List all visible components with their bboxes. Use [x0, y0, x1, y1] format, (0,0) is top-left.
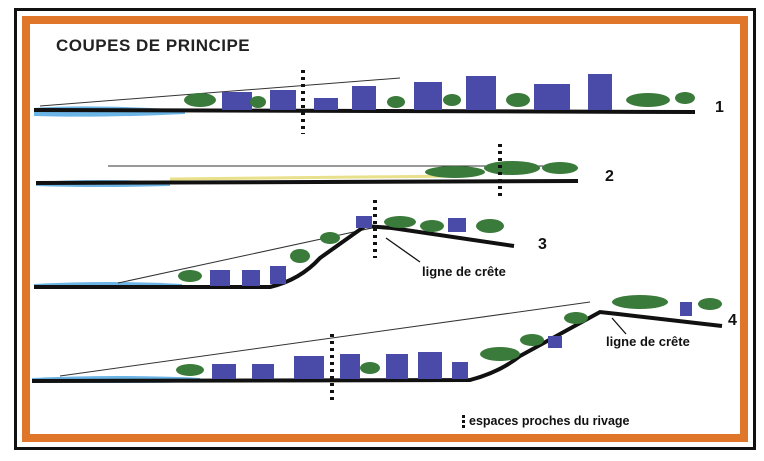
legend-label: espaces proches du rivage: [469, 414, 630, 428]
ground-1: [33, 108, 696, 114]
vegetation-4: [176, 295, 722, 376]
sightline-4: [59, 301, 591, 377]
dotted-line-icon: [462, 414, 465, 428]
crest-pointer-4: [611, 317, 627, 335]
section-3: [34, 200, 515, 289]
diagram-title: COUPES DE PRINCIPE: [56, 36, 251, 55]
crest-label-3: ligne de crête: [422, 264, 506, 279]
legend: espaces proches du rivage: [462, 414, 630, 428]
section-number-2: 2: [605, 168, 614, 185]
ground-2: [35, 179, 579, 185]
vegetation-2: [425, 161, 578, 178]
section-4: [31, 295, 723, 400]
ground-3: [34, 223, 515, 289]
buildings-4: [212, 302, 692, 379]
beach-2: [169, 174, 461, 181]
crest-label-4: ligne de crête: [606, 334, 690, 349]
section-number-4: 4: [728, 312, 737, 329]
vegetation-3: [178, 216, 504, 282]
vegetation-1: [184, 92, 695, 108]
ground-4: [31, 309, 723, 383]
buildings-1: [222, 74, 612, 110]
section-1: [33, 70, 696, 134]
section-2: [35, 144, 579, 200]
section-number-3: 3: [538, 236, 547, 253]
sightline-1: [39, 77, 401, 107]
buildings-3: [210, 216, 466, 286]
crest-pointer-3: [385, 237, 421, 263]
section-number-1: 1: [715, 99, 724, 116]
